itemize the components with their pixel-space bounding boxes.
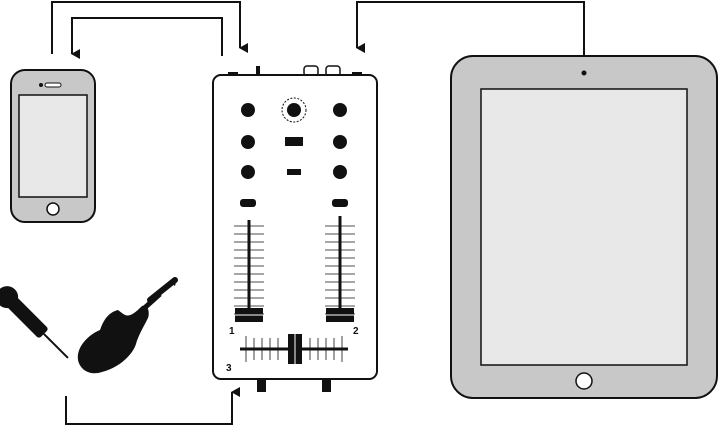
cable-phone-to-mixer <box>51 1 248 54</box>
phone-camera-icon <box>39 83 43 87</box>
knob-master <box>287 103 301 117</box>
cue-button-ch2 <box>332 199 348 207</box>
crossfader-label: 3 <box>226 363 232 374</box>
tablet <box>450 55 718 399</box>
phone-home-button <box>46 202 60 216</box>
cables <box>51 1 585 425</box>
knob-ch2-gain <box>333 103 347 117</box>
cable-mixer-to-phone <box>71 17 223 59</box>
phone-speaker <box>44 82 62 88</box>
channel-2-label: 2 <box>353 326 359 337</box>
channel-1-label: 1 <box>229 326 235 337</box>
tablet-home-button <box>575 372 593 390</box>
knob-ch2-low <box>333 165 347 179</box>
channel-fader-2 <box>325 216 355 322</box>
switch-small <box>287 169 301 175</box>
guitar-icon <box>77 277 178 374</box>
knob-ch1-high <box>241 135 255 149</box>
dj-mixer: 1 2 3 <box>212 65 378 392</box>
cable-tablet-to-mixer <box>356 1 585 55</box>
cue-button-ch1 <box>240 199 256 207</box>
microphone-icon <box>0 286 69 359</box>
tablet-camera-icon <box>581 70 587 76</box>
switch-mode <box>285 137 303 146</box>
jack-top-left <box>256 66 260 74</box>
knob-ch1-low <box>241 165 255 179</box>
knob-ch2-high <box>333 135 347 149</box>
smartphone <box>10 69 96 223</box>
jack-bottom-right <box>322 379 331 392</box>
channel-fader-1 <box>234 220 264 322</box>
crossfader <box>240 334 348 364</box>
cable-instruments-to-mixer <box>65 387 240 425</box>
jack-bottom-left <box>257 379 266 392</box>
knob-ch1-gain <box>241 103 255 117</box>
